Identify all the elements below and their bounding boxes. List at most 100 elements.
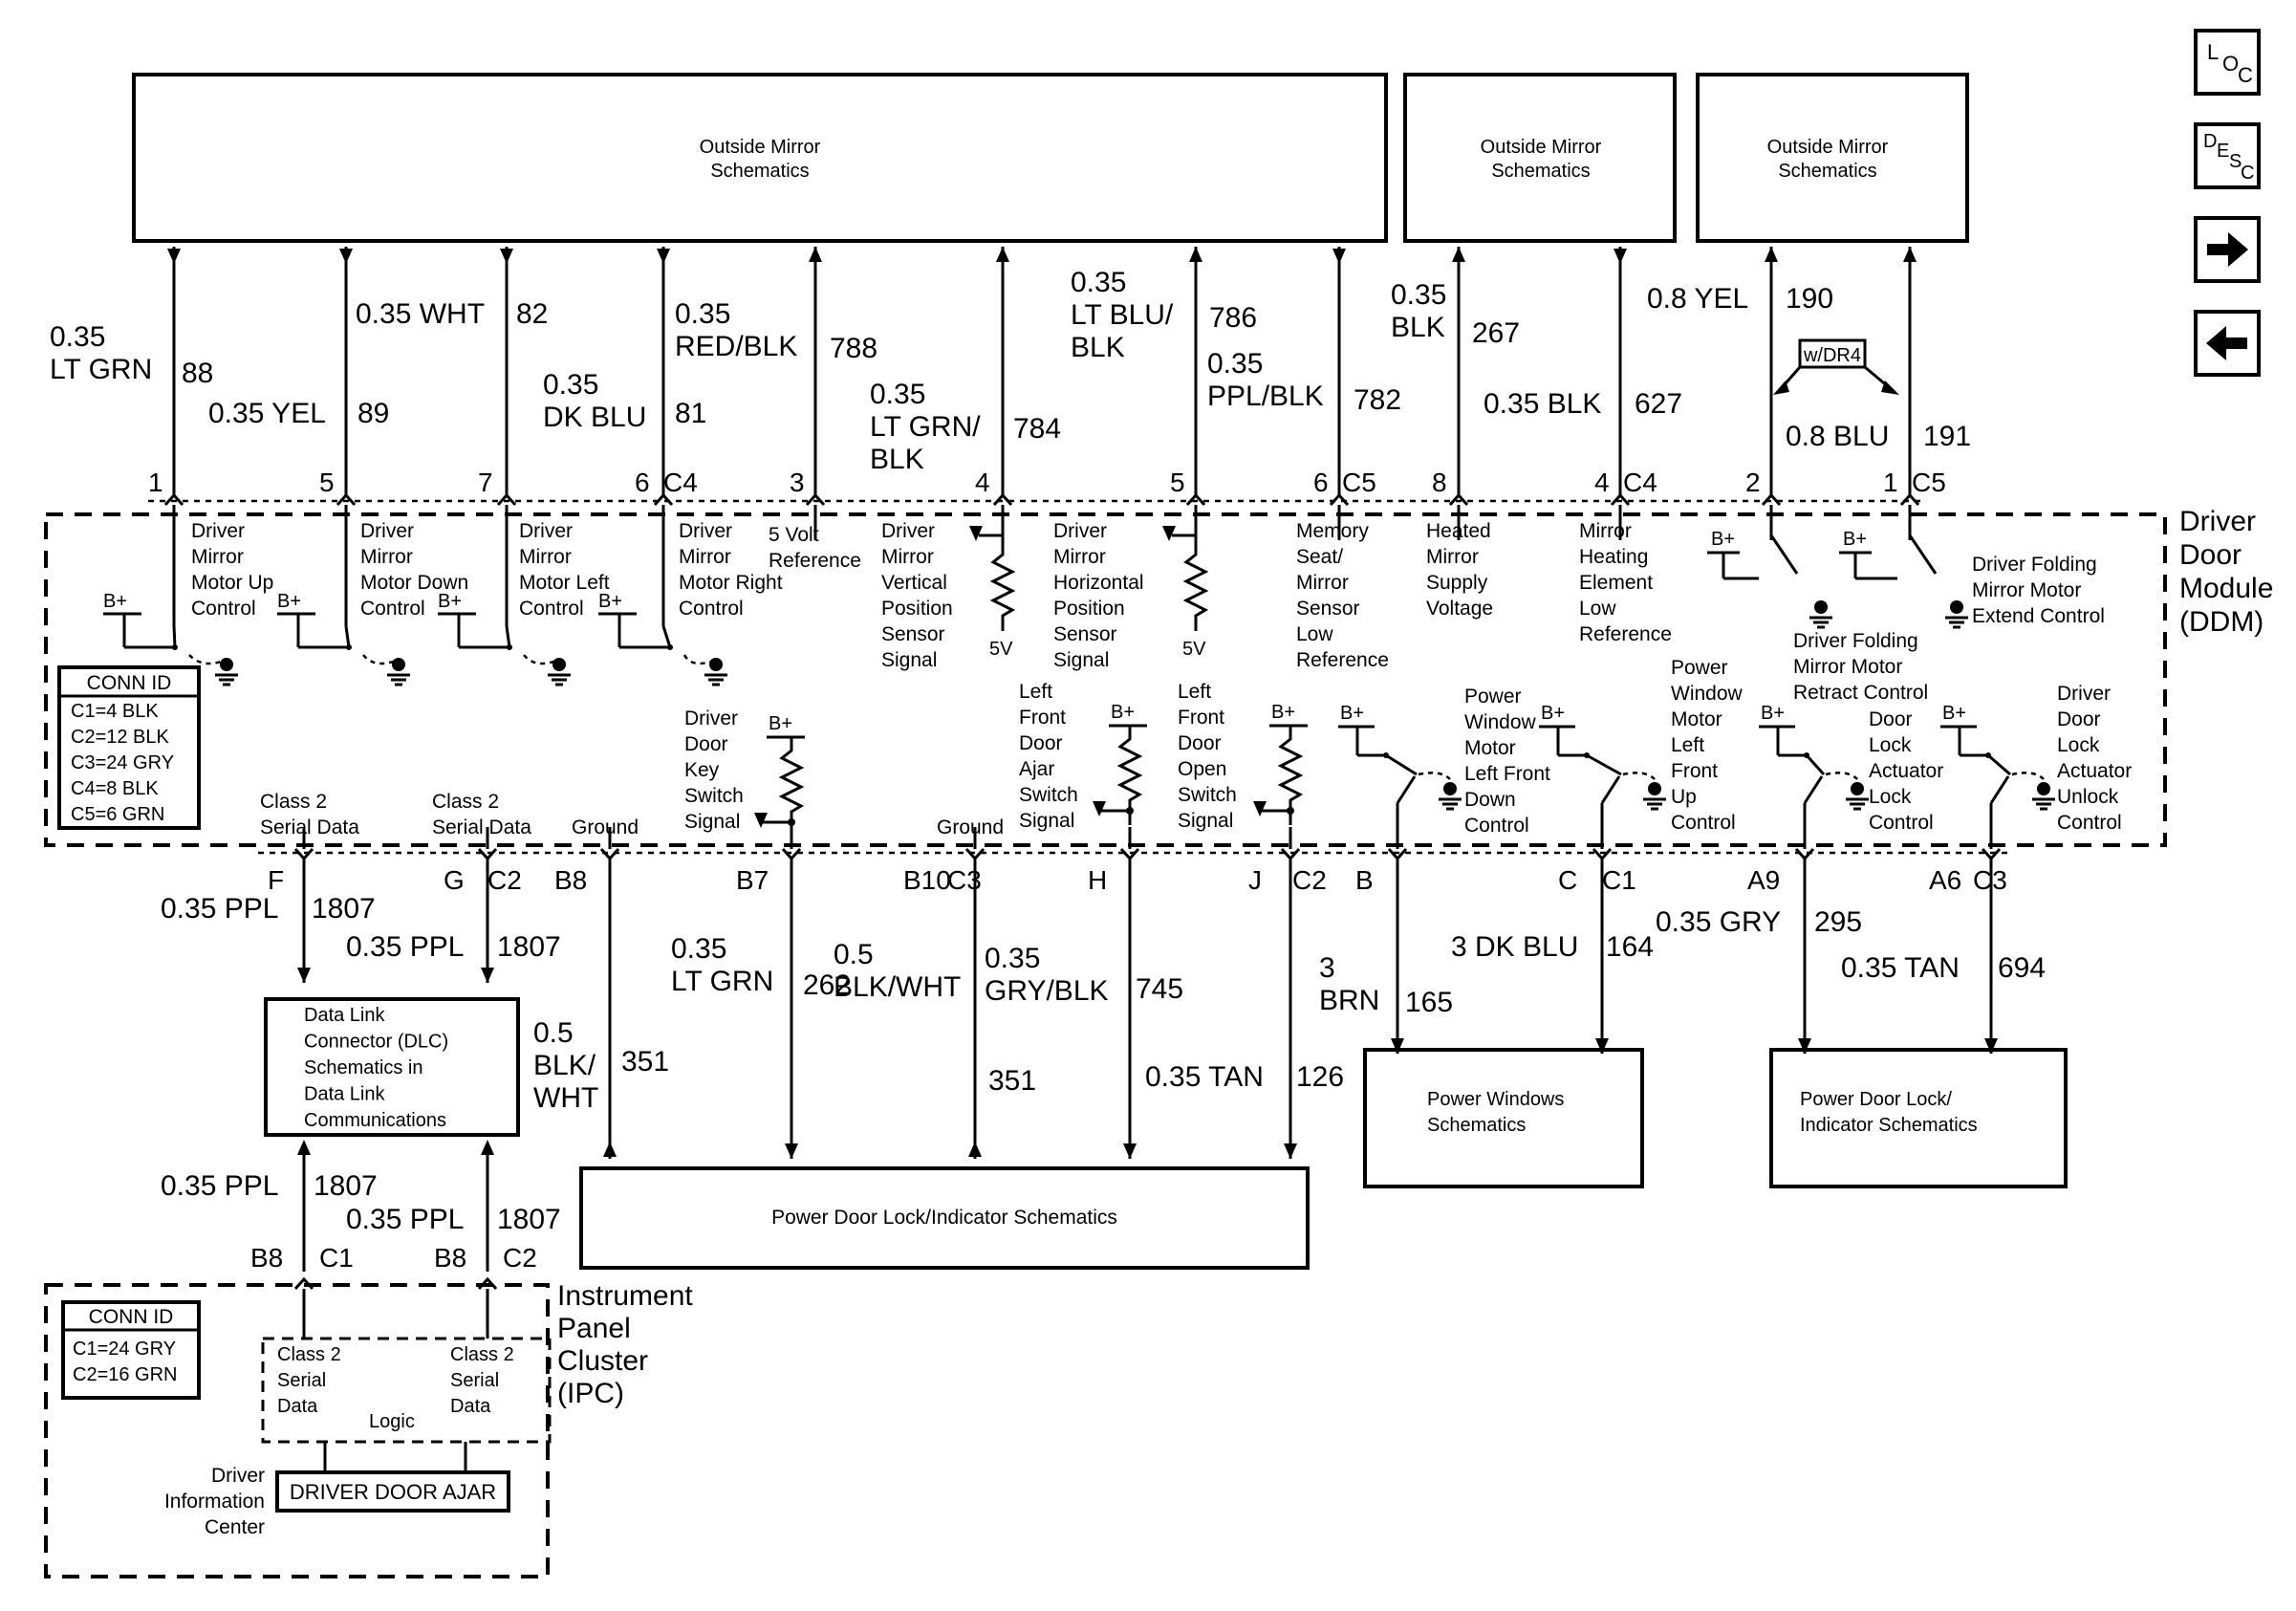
dlc-label: Data Link	[304, 1084, 385, 1105]
arrowhead-down	[1391, 1038, 1404, 1054]
ipc-logic-box	[261, 1337, 552, 1444]
wire-color-label: 0.5	[834, 939, 874, 970]
pin-label: C	[1558, 865, 1577, 895]
power-door-lock-indicator-label: Indicator Schematics	[1800, 1115, 1978, 1136]
ipc-class2-left: Serial	[277, 1370, 326, 1391]
pin-label: B10	[903, 865, 951, 895]
circuit-number: 191	[1923, 421, 1971, 452]
circuit-number: 88	[182, 358, 213, 389]
pin-label: B7	[736, 865, 769, 895]
bplus-label: B+	[103, 591, 127, 612]
pin-label: B	[1355, 865, 1374, 895]
pin-function-label: Motor Down	[360, 572, 468, 594]
desc-s: S	[2229, 151, 2242, 172]
circuit-number: 694	[1998, 952, 2046, 984]
wire-color-label: LT GRN	[50, 354, 152, 385]
pin-chevron	[1610, 492, 1631, 507]
ipc-conn-id-row: C1=24 GRY	[73, 1339, 176, 1360]
junction-dot	[552, 658, 566, 671]
pin-function-label: Key	[684, 759, 720, 781]
pin-function-label: Driver Folding	[1972, 554, 2097, 576]
right-arrow-icon	[2207, 232, 2248, 267]
arrowhead-down	[1614, 249, 1627, 264]
circuit-number: 745	[1136, 973, 1183, 1005]
pullup-resistor-icon	[778, 737, 805, 837]
wire-color-label: 0.35	[1391, 279, 1446, 311]
ddm-conn-id-title: CONN ID	[87, 672, 172, 694]
wire-color-label: RED/BLK	[675, 331, 797, 362]
pin-function-label: Open	[1178, 758, 1226, 780]
pin-chevron	[163, 492, 184, 507]
five-volt-label: 5V	[1182, 639, 1206, 660]
switch-link	[1418, 772, 1451, 780]
wire-color-label: BLK	[1071, 332, 1125, 363]
circuit-number: 262	[803, 969, 851, 1001]
pin-function-label: Ground	[572, 816, 639, 838]
arrowhead-down	[1881, 381, 1899, 395]
dic-display-box	[275, 1470, 510, 1513]
ddm-title: Door	[2179, 539, 2242, 571]
pin-function-label: Motor Right	[679, 572, 783, 594]
pin-function-label: Control	[2057, 812, 2122, 834]
pin-label: 4	[1594, 468, 1610, 497]
pin-function-label: Driver	[881, 520, 935, 542]
pin-function-label: Driver	[684, 708, 738, 729]
outside-mirror-label-1: Schematics	[710, 161, 809, 182]
switch-link	[188, 654, 227, 665]
ddm-title: Module	[2179, 573, 2273, 604]
pin-label: 5	[1170, 468, 1185, 497]
switch-link	[1825, 772, 1858, 780]
wire-color-label: 0.35 YEL	[208, 398, 326, 429]
power-windows-label: Power Windows	[1427, 1089, 1564, 1110]
switch-blade	[1769, 534, 1799, 575]
pin-function-label: Up	[1671, 786, 1697, 808]
dic-message: DRIVER DOOR AJAR	[290, 1480, 496, 1504]
circuit-number: 1807	[312, 893, 376, 925]
ddm-module-boundary	[44, 512, 2167, 847]
pin-function-label: Mirror	[191, 546, 244, 568]
switch-blade	[1586, 753, 1622, 776]
signal-arrow	[754, 813, 768, 828]
ddm-conn-id-table	[57, 665, 201, 830]
pin-function-label: Actuator	[1869, 760, 1943, 782]
desc-d: D	[2203, 131, 2217, 152]
ipc-class2-left: Data	[277, 1396, 318, 1417]
wdr4-option-box	[1798, 338, 1867, 369]
sensor-arrow	[1162, 526, 1176, 541]
switch-link	[2011, 772, 2045, 780]
position-sensor-icon	[989, 535, 1016, 631]
bplus-label: B+	[438, 591, 462, 612]
wire-color-label: PPL/BLK	[1207, 381, 1324, 412]
prev-page-button[interactable]	[2194, 310, 2261, 377]
pin-function-label: Vertical	[881, 572, 947, 594]
pin-function-label: Serial Data	[432, 816, 531, 838]
junction-dot	[1443, 782, 1457, 795]
switch-lead	[1989, 775, 2010, 804]
arrowhead-up	[603, 1142, 617, 1157]
arrowhead-down	[785, 1143, 798, 1159]
pin-function-label: Signal	[1019, 810, 1074, 832]
loc-c: C	[2238, 63, 2253, 87]
pin-label: A9	[1747, 865, 1780, 895]
ddm-conn-id-row: C4=8 BLK	[71, 778, 159, 799]
pin-label: 6	[1313, 468, 1329, 497]
wire-color-label: 0.35	[671, 933, 726, 965]
pin-label: A6	[1929, 865, 1961, 895]
pin-function-label: Mirror	[360, 546, 413, 568]
pin-function-label: Class 2	[432, 791, 499, 813]
pin-function-label: Mirror Motor	[1972, 579, 2081, 601]
pin-function-label: Signal	[1053, 649, 1109, 671]
pin-function-label: Control	[360, 598, 425, 620]
circuit-number: 1807	[497, 931, 561, 963]
pin-function-label: Window	[1671, 683, 1744, 705]
next-page-button[interactable]	[2194, 216, 2261, 283]
circuit-number: 126	[1296, 1061, 1344, 1093]
ipc-conn-id-table	[61, 1300, 201, 1400]
connector-label: C1	[319, 1243, 354, 1273]
circuit-number: 782	[1354, 384, 1401, 416]
wire-color-label: 0.35 BLK	[1484, 388, 1601, 420]
pin-function-label: Low	[1579, 598, 1616, 620]
wire-color-label: 0.35	[870, 379, 925, 410]
